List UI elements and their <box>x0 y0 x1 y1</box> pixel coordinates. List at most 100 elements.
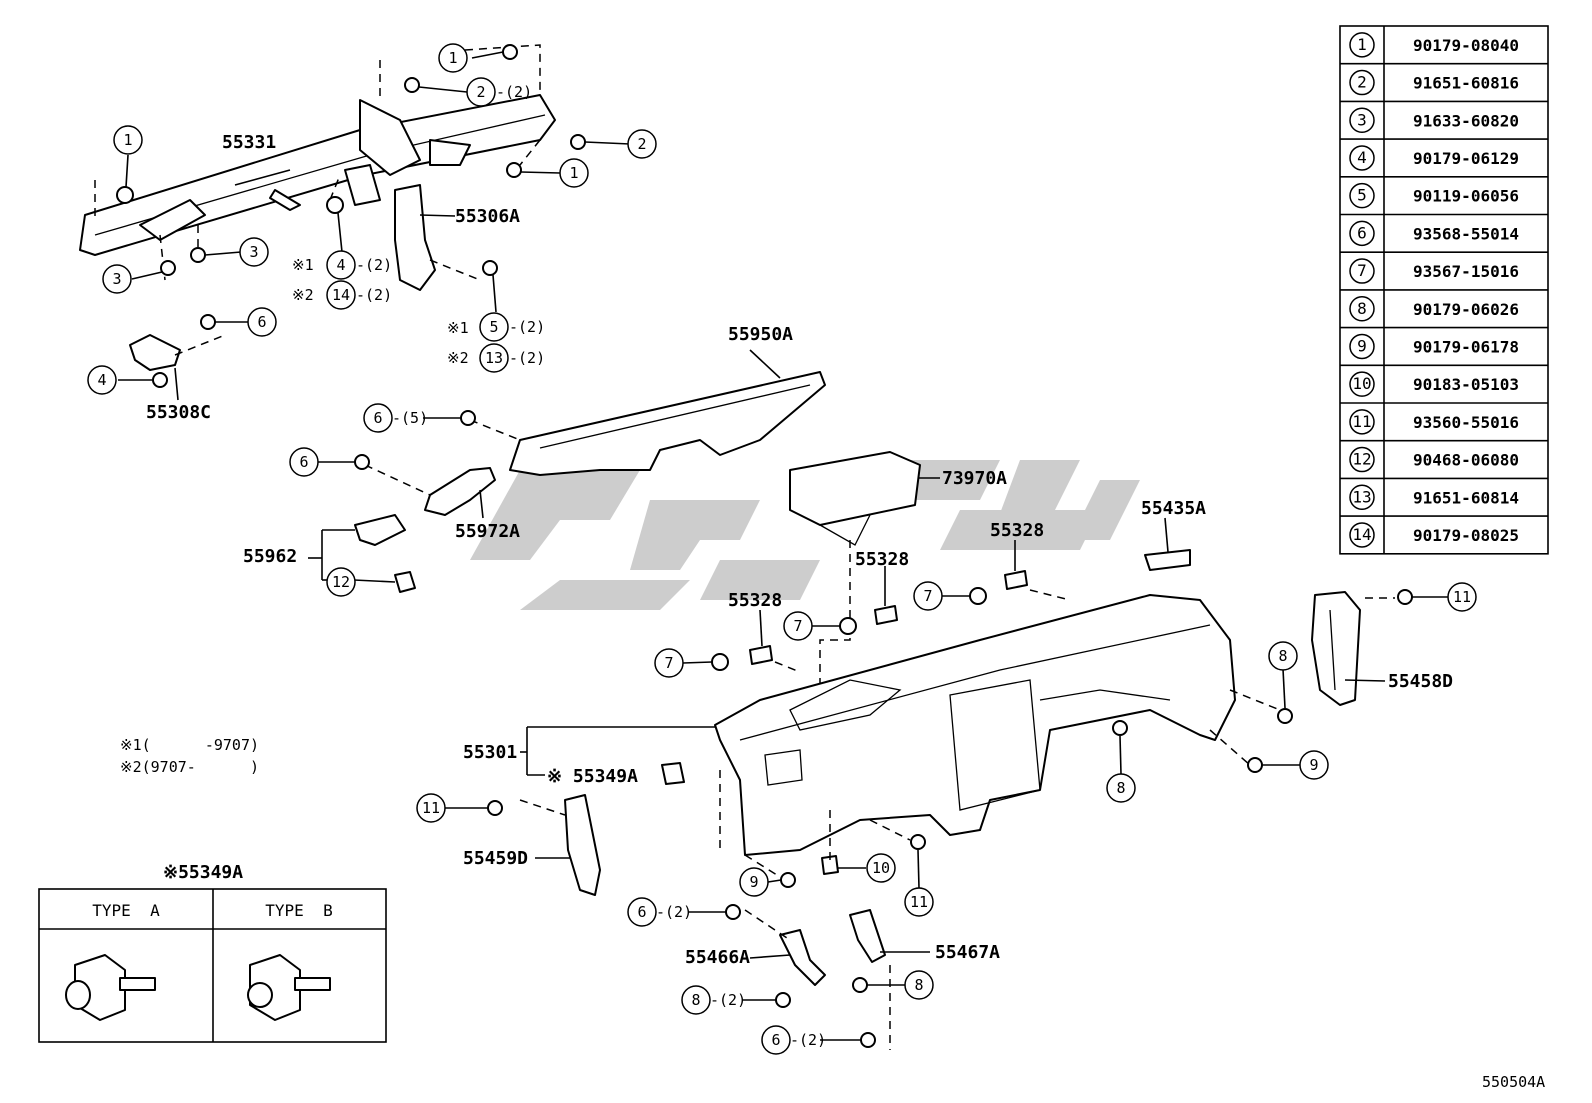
svg-text:3: 3 <box>249 243 258 261</box>
callout-2: 2 <box>466 77 496 107</box>
svg-text:3: 3 <box>112 270 121 288</box>
callout-6: 6 <box>363 403 393 433</box>
ref-circle <box>1349 258 1375 284</box>
ref-number: 10 <box>1352 374 1371 393</box>
ref-number: 11 <box>1352 412 1371 431</box>
part-number: 90179-08025 <box>1413 526 1519 545</box>
bracket-55467A <box>849 909 886 963</box>
svg-text:1: 1 <box>123 131 132 149</box>
label-55328-a: 55328 <box>728 590 782 611</box>
svg-text:5: 5 <box>489 318 498 336</box>
ref-number: 1 <box>1357 35 1367 54</box>
callout-4: 4 <box>326 250 356 280</box>
qty-6: -(5) <box>392 409 428 427</box>
qty-6: -(2) <box>790 1031 826 1049</box>
ref-circle <box>1349 296 1375 322</box>
callout-1: 1 <box>559 158 589 188</box>
callout-7: 7 <box>913 581 943 611</box>
bracket-55308C <box>129 334 181 371</box>
label-55950A: 55950A <box>728 324 793 345</box>
callout-13: 13 <box>479 343 509 373</box>
parts-table-row: 9 90179-06178 <box>1349 333 1519 360</box>
callout-8: 8 <box>904 970 934 1000</box>
ref-circle <box>1349 522 1375 548</box>
label-55328-c: 55328 <box>990 520 1044 541</box>
part-number: 93568-55014 <box>1413 224 1519 243</box>
svg-text:6: 6 <box>637 903 646 921</box>
label-55458D: 55458D <box>1388 671 1453 692</box>
callout-1: 1 <box>113 125 143 155</box>
drawing-code: 550504A <box>1482 1073 1545 1091</box>
label-55308C: 55308C <box>146 402 211 423</box>
svg-text:8: 8 <box>914 976 923 994</box>
svg-text:13: 13 <box>485 349 503 367</box>
part-number: 93567-15016 <box>1413 262 1519 281</box>
svg-text:7: 7 <box>923 587 932 605</box>
svg-text:1: 1 <box>448 49 457 67</box>
callout-8: 8 <box>1268 641 1298 671</box>
panel-55301 <box>714 594 1236 856</box>
svg-text:8: 8 <box>691 991 700 1009</box>
callout-9: 9 <box>1299 750 1329 780</box>
callout-12: 12 <box>326 567 356 597</box>
instrument-panel <box>445 517 1448 1050</box>
label-55331: 55331 <box>222 132 276 153</box>
callout-1: 1 <box>438 43 468 73</box>
side-duct-55972A <box>424 467 496 516</box>
callout-11: 11 <box>904 887 934 917</box>
part-number: 90179-06026 <box>1413 300 1519 319</box>
svg-text:11: 11 <box>422 799 440 817</box>
label-73970A: 73970A <box>942 468 1007 489</box>
ref-circle <box>1349 371 1375 397</box>
label-55301: 55301 <box>463 742 517 763</box>
qty-2: -(2) <box>496 83 532 101</box>
label-55459D: 55459D <box>463 848 528 869</box>
ref-number: 4 <box>1357 148 1367 167</box>
part-labels: 55331 55306A 55308C 55950A 55972A 55962 … <box>146 132 1453 968</box>
airbag-73970A <box>789 451 921 526</box>
callout-2: 2 <box>627 129 657 159</box>
ref-circle <box>1349 409 1375 435</box>
svg-text:6: 6 <box>257 313 266 331</box>
callout-8: 8 <box>681 985 711 1015</box>
svg-text:2: 2 <box>637 135 646 153</box>
reinforcement-assembly <box>79 44 631 401</box>
svg-text:8: 8 <box>1278 647 1287 665</box>
svg-text:2: 2 <box>476 83 485 101</box>
connector-55962 <box>354 514 406 546</box>
svg-text:1: 1 <box>569 164 578 182</box>
label-55349A: ※ 55349A <box>547 766 638 787</box>
svg-text:6: 6 <box>373 409 382 427</box>
qty-14: -(2) <box>356 286 392 304</box>
qty-8: -(2) <box>710 991 746 1009</box>
side-cover-55458D <box>1311 591 1361 706</box>
note-variant-2: ※2(9707- ) <box>120 758 259 776</box>
svg-text:10: 10 <box>872 859 890 877</box>
clip-55328-b <box>874 605 898 625</box>
svg-text:7: 7 <box>793 617 802 635</box>
label-55328-b: 55328 <box>855 549 909 570</box>
callout-11: 11 <box>1447 582 1477 612</box>
part-number: 90179-06129 <box>1413 149 1519 168</box>
svg-text:4: 4 <box>336 256 345 274</box>
variant-mark-1: ※1 <box>292 256 314 274</box>
part-number: 91651-60816 <box>1413 74 1519 93</box>
ref-number: 9 <box>1357 336 1367 355</box>
qty-5: -(2) <box>509 318 545 336</box>
part-number: 90179-06178 <box>1413 337 1519 356</box>
label-55306A: 55306A <box>455 206 520 227</box>
ref-circle <box>1349 446 1375 473</box>
ref-number: 12 <box>1352 450 1371 469</box>
ref-number: 5 <box>1357 186 1367 205</box>
qty-4: -(2) <box>356 256 392 274</box>
type-b-header: TYPE B <box>265 901 332 920</box>
label-55962: 55962 <box>243 546 297 567</box>
callout-5: 5 <box>479 312 509 342</box>
